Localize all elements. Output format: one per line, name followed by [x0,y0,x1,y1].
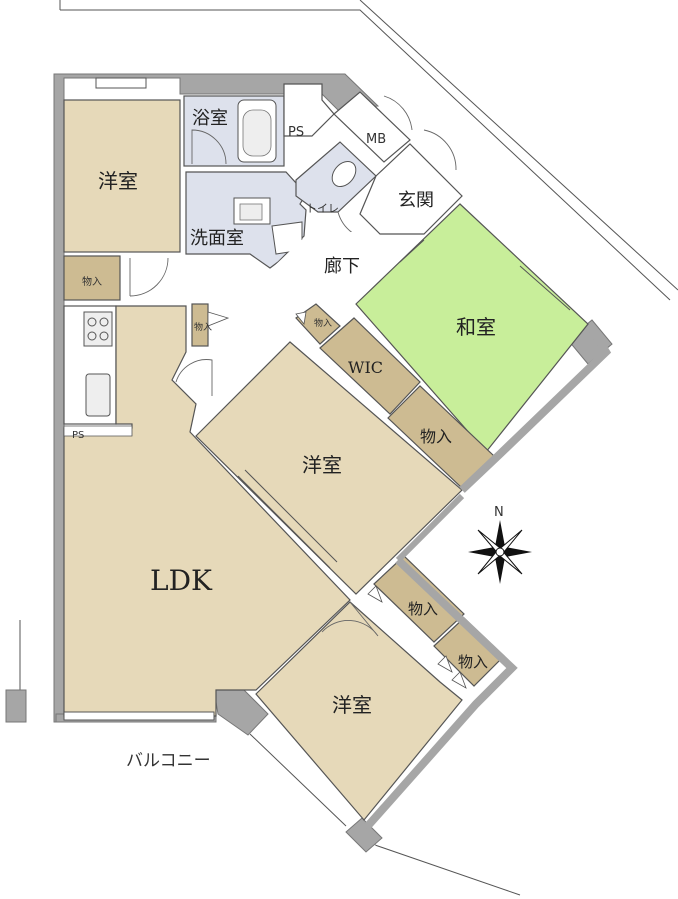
walk-in-closet [319,317,421,415]
ps-kitchen-label: PS [72,430,84,441]
western-room-bottom-label: 洋室 [332,693,372,717]
interior-walls [363,323,612,831]
ldk [63,305,351,721]
western-room-center-label: 洋室 [302,453,342,477]
japanese-room-label: 和室 [456,315,496,339]
hallway [184,232,400,396]
western-room-top [63,77,181,253]
balcony [5,689,378,848]
storage-hall-label: 物入 [314,317,332,329]
storage-lower-2-label: 物入 [458,653,488,671]
storage-kitchen [191,303,230,347]
compass-north-label: N [494,505,504,520]
storage-lower [367,555,505,689]
storage-left-label: 物入 [82,275,102,288]
kitchen-counter [63,305,117,425]
mb-label: MB [366,132,386,147]
compass [468,520,532,584]
washroom [185,171,307,269]
entrance-label: 玄関 [398,190,434,211]
storage-left [63,255,169,301]
ldk-label: LDK [150,564,213,597]
bath-label: 浴室 [192,108,228,129]
wic-label: WIC [348,358,383,377]
storage-lower-1-label: 物入 [408,600,438,618]
entrance [359,143,463,235]
toilet-room [295,141,377,241]
western-room-bottom [249,601,463,827]
balcony-label: バルコニー [126,751,211,771]
hallway-label: 廊下 [324,256,360,277]
storage-hall [295,303,341,345]
meter-box [333,91,457,171]
ps-top-label: PS [288,125,304,140]
bathroom [183,95,285,167]
storage-kitchen-label: 物入 [194,321,212,333]
storage-center-label: 物入 [420,427,452,446]
washroom-label: 洗面室 [190,228,244,249]
western-room-top-label: 洋室 [98,169,138,193]
toilet-label: トイレ [306,202,339,215]
